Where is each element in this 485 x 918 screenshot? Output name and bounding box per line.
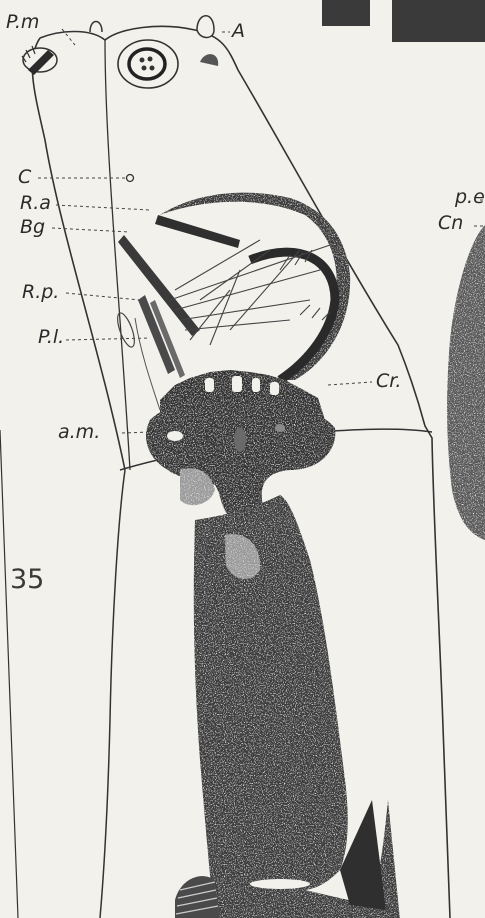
label-cr: Cr.: [376, 372, 401, 391]
label-pe: p.e: [455, 188, 485, 207]
left-body-outline: [0, 430, 18, 918]
mandible-mass: [146, 398, 335, 524]
marker-c: [127, 175, 134, 182]
mandible-spot-1: [167, 431, 183, 441]
label-c: C: [18, 168, 31, 187]
palp-organ: [22, 46, 57, 75]
jaw-arc: [250, 252, 335, 380]
mandible-spot-3: [275, 424, 285, 432]
label-pl: P.l.: [38, 328, 64, 347]
leader-lines: [38, 29, 485, 433]
adjacent-specimen: [447, 225, 485, 540]
label-cn: Cn: [438, 214, 463, 233]
mandible-spot-2: [234, 428, 246, 452]
rostral-bar: [155, 215, 240, 248]
bristle-bundle: [175, 876, 220, 918]
label-a: A: [232, 22, 245, 41]
papilla-left: [90, 22, 102, 33]
label-rp: R.p.: [22, 283, 59, 302]
label-ra: R.a: [20, 194, 51, 213]
figure-number: 35: [10, 566, 44, 593]
trunk-highlight: [250, 879, 310, 889]
label-bg: Bg: [20, 218, 45, 237]
head-bulge-outline: [105, 40, 130, 470]
corner-block-right: [392, 0, 485, 42]
jaw-crescent: [160, 193, 350, 380]
antenna-base: [200, 54, 218, 66]
eye: [118, 40, 178, 88]
label-am: a.m.: [58, 423, 100, 442]
antenna: [197, 16, 214, 38]
corner-block-left: [322, 0, 370, 26]
label-pm: P.m: [6, 13, 39, 32]
